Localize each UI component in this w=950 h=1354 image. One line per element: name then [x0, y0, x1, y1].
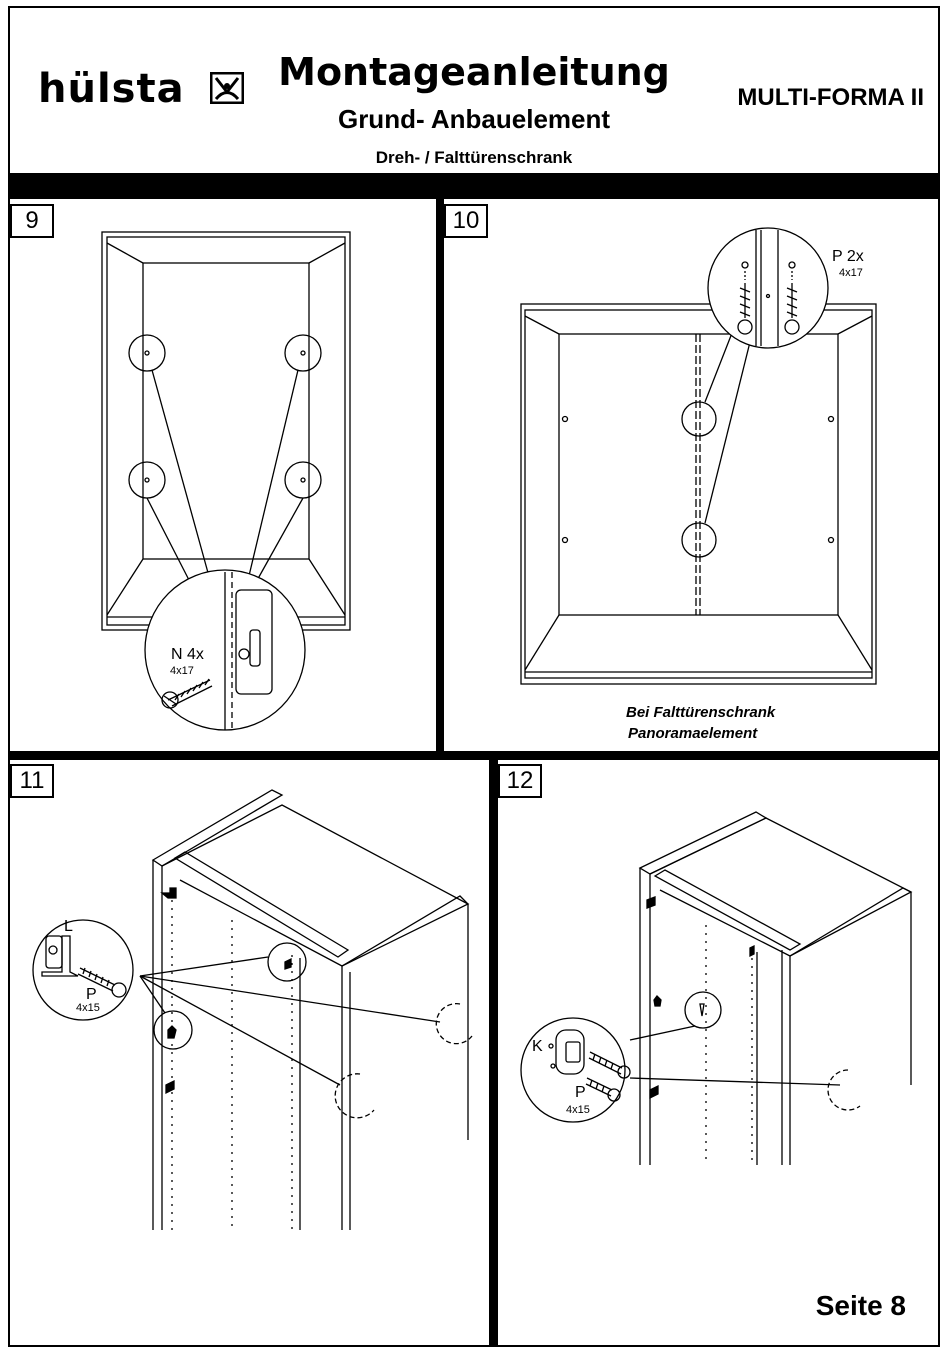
step-12-part-size: 4x15 — [566, 1104, 590, 1116]
step-12-part-label-p: P — [575, 1084, 586, 1102]
step-12-part-label-k: K — [532, 1038, 543, 1056]
page-number: Seite 8 — [816, 1290, 906, 1322]
